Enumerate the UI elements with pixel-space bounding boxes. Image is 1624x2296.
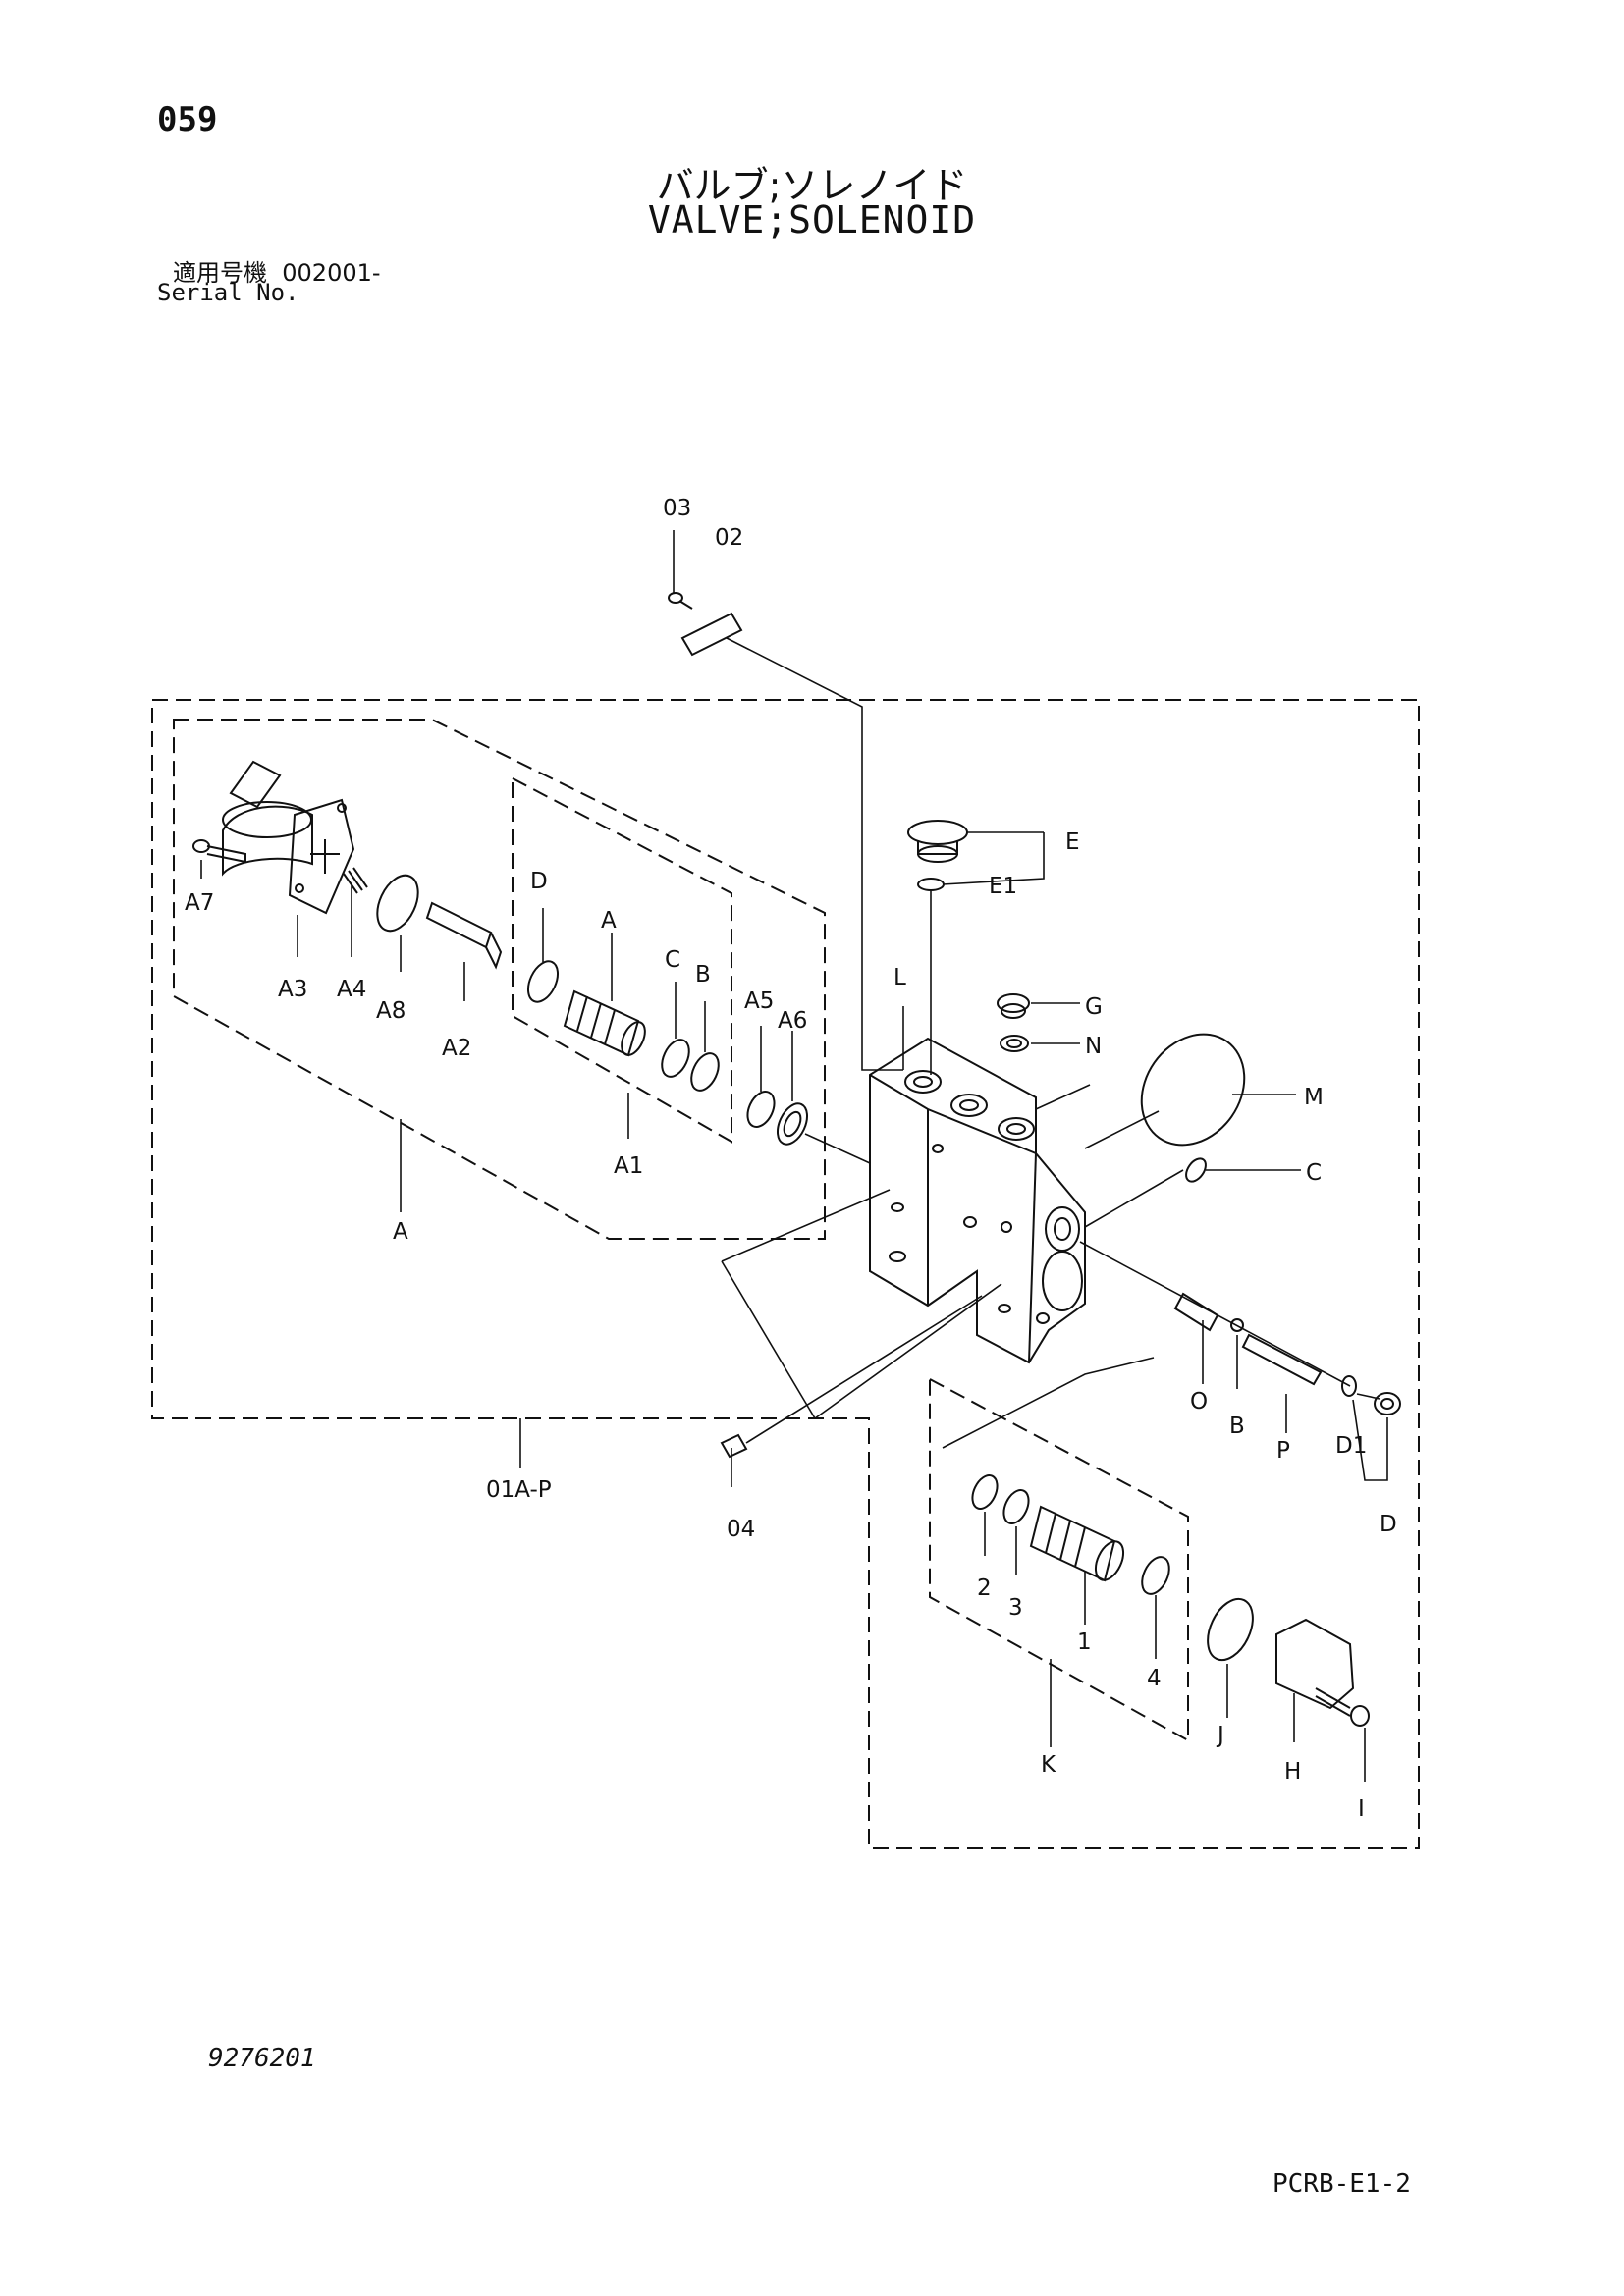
callout-A3: A3 — [278, 977, 307, 1002]
cover-H — [1275, 1618, 1355, 1710]
callout-A-upper: A — [601, 908, 617, 934]
valve-body — [869, 1037, 1086, 1364]
callout-H: H — [1284, 1759, 1301, 1785]
callout-A8: A8 — [376, 998, 406, 1024]
subassembly-boundary-K — [929, 1377, 1189, 1742]
callout-L: L — [893, 965, 906, 990]
leader-lines — [200, 530, 1388, 1782]
screw-03 — [668, 592, 693, 610]
callout-A6: A6 — [778, 1008, 807, 1034]
callout-C-right: C — [1306, 1160, 1322, 1186]
piston-P — [1241, 1333, 1323, 1386]
callout-B-lower: B — [1229, 1414, 1245, 1439]
part-O — [1173, 1292, 1219, 1332]
serial-label-english: Serial No. — [157, 279, 299, 306]
callout-P: P — [1276, 1438, 1290, 1464]
plug-D — [1374, 1392, 1401, 1415]
callout-04: 04 — [727, 1517, 755, 1542]
callout-03: 03 — [663, 496, 691, 521]
ring-N — [1000, 1035, 1029, 1052]
callout-I: I — [1358, 1796, 1365, 1822]
spring-A4 — [343, 867, 368, 894]
o-ring-B-upper — [690, 1052, 720, 1092]
callout-2: 2 — [977, 1575, 992, 1601]
o-ring-J — [1207, 1597, 1254, 1662]
bolt-I — [1315, 1687, 1370, 1727]
callout-3: 3 — [1008, 1595, 1023, 1621]
o-ring-E1 — [917, 878, 945, 891]
callout-D1: D1 — [1335, 1433, 1367, 1459]
callout-A4: A4 — [337, 977, 366, 1002]
page-code: PCRB-E1-2 — [1272, 2169, 1411, 2199]
drawing-number: 9276201 — [208, 2044, 316, 2073]
callout-A1: A1 — [614, 1153, 643, 1179]
callout-C-upper: C — [665, 947, 680, 973]
o-ring-D1 — [1341, 1375, 1357, 1397]
callout-E1: E1 — [989, 874, 1017, 899]
o-ring-A8 — [376, 874, 419, 933]
spool-1 — [1029, 1505, 1125, 1582]
assembly-boundary-01A-P — [151, 699, 1420, 1849]
callout-M: M — [1304, 1085, 1324, 1110]
ring-A6 — [776, 1102, 809, 1146]
o-ring-D — [526, 960, 560, 1003]
callout-B-upper: B — [695, 962, 711, 988]
plug-G — [997, 993, 1030, 1019]
title-japanese: バルブ;ソレノイド — [656, 164, 968, 207]
callout-D-lower: D — [1380, 1512, 1397, 1537]
callout-G: G — [1085, 994, 1103, 1020]
callout-1: 1 — [1077, 1629, 1092, 1655]
callout-A7: A7 — [185, 890, 214, 916]
callout-4: 4 — [1147, 1666, 1162, 1691]
diaphragm-M — [1140, 1033, 1246, 1147]
callout-02: 02 — [715, 525, 743, 551]
callout-E: E — [1065, 829, 1080, 855]
callout-A2: A2 — [442, 1036, 471, 1061]
bolt-A7 — [192, 839, 246, 864]
title-english: VALVE;SOLENOID — [647, 198, 977, 241]
callout-N: N — [1085, 1034, 1102, 1059]
o-ring-C-upper — [661, 1039, 690, 1078]
callout-D: D — [530, 869, 548, 894]
solenoid-coil — [222, 760, 355, 915]
callout-A-lower: A — [393, 1219, 408, 1245]
o-ring-3 — [1002, 1489, 1030, 1524]
callout-O: O — [1190, 1389, 1208, 1415]
o-ring-2 — [971, 1474, 999, 1510]
o-ring-4 — [1141, 1556, 1170, 1595]
callout-A5: A5 — [744, 988, 774, 1014]
plate-02 — [680, 612, 743, 657]
page-number: 059 — [157, 100, 218, 139]
callout-J: J — [1216, 1723, 1224, 1748]
ring-A5 — [746, 1091, 776, 1128]
plug-E — [907, 820, 968, 863]
spool-A2 — [425, 901, 503, 970]
sleeve-A — [563, 989, 646, 1057]
serial-label-japanese: 適用号機 002001- — [173, 259, 381, 287]
o-ring-C-right — [1185, 1157, 1207, 1183]
ball-B — [1230, 1318, 1244, 1332]
subassembly-boundary-A1 — [512, 776, 732, 1144]
callout-01A-P: 01A-P — [486, 1477, 552, 1503]
callout-K: K — [1041, 1752, 1056, 1778]
subassembly-boundary-A — [173, 719, 826, 1240]
pin-04 — [720, 1433, 748, 1459]
